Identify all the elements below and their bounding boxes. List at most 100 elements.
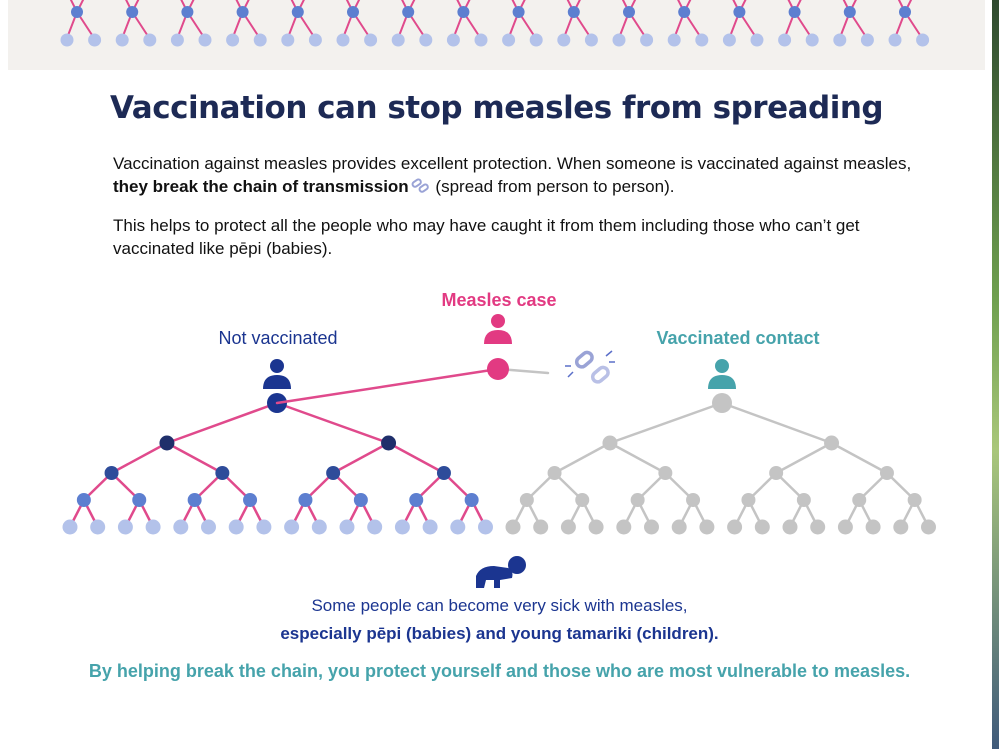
person-body (263, 375, 291, 389)
chain-spark (605, 350, 613, 357)
tree-node (810, 519, 826, 535)
tree-node (769, 466, 784, 480)
tree-node (187, 493, 202, 507)
chain-link (275, 401, 390, 445)
tree-node (686, 493, 701, 507)
chain-link (608, 441, 667, 475)
right-edge-strip (992, 0, 999, 749)
tree-node (796, 493, 811, 507)
band-leaf (198, 33, 212, 47)
chain-link (165, 441, 224, 475)
band-leaf (640, 33, 654, 47)
chain-inline-icon (409, 177, 431, 193)
tree-node (921, 519, 936, 535)
band-node (347, 6, 359, 18)
band-leaf (833, 33, 847, 47)
tree-node (907, 493, 922, 507)
tree-node (104, 466, 119, 480)
band-leaf (529, 33, 543, 47)
tree-node (602, 435, 618, 451)
intro-text-bold: they break the chain of transmission (113, 177, 409, 196)
measles-case-label: Measles case (441, 290, 557, 310)
tree-node (575, 493, 590, 507)
intro-text-a: Vaccination against measles provides exc… (113, 154, 912, 173)
tree-node (533, 519, 549, 535)
footer-line-3: By helping break the chain, you protect … (88, 661, 911, 681)
chain-link (720, 401, 833, 445)
tree-node (450, 519, 466, 535)
broken-chain-icon (565, 350, 615, 384)
tree-node (201, 519, 216, 535)
chain-link-right (590, 365, 610, 384)
tree-node (547, 466, 562, 480)
band-leaf (336, 33, 350, 47)
intro-paragraph-1: Vaccination against measles provides exc… (113, 152, 933, 198)
baby-head (508, 556, 526, 574)
tree-node (560, 519, 576, 535)
band-leaf (281, 33, 295, 47)
tree-node (658, 466, 673, 480)
tree-node (741, 493, 756, 507)
person-icon (708, 359, 736, 389)
tree-node (519, 493, 534, 507)
tree-node (837, 519, 853, 535)
tree-node (699, 519, 715, 535)
tree-node (90, 519, 106, 535)
band-leaf (695, 33, 709, 47)
tree-node (394, 519, 410, 535)
band-node (678, 6, 691, 18)
tree-node (727, 519, 743, 535)
tree-node (145, 519, 161, 535)
chain-link (830, 441, 889, 475)
band-leaf (308, 33, 322, 47)
band-node (733, 6, 746, 18)
baby-body (476, 566, 513, 588)
tree-node (630, 493, 645, 507)
tree-node (353, 493, 368, 507)
chain-link (608, 401, 724, 445)
chain-link (165, 401, 279, 445)
band-leaf (584, 33, 598, 47)
tree-node (478, 519, 493, 535)
chain-link (553, 441, 612, 475)
band-leaf (722, 33, 736, 47)
top-band-tree (60, 0, 930, 47)
tree-node (879, 466, 894, 480)
band-leaf (805, 33, 819, 47)
tree-node (298, 493, 313, 507)
band-leaf (916, 33, 930, 47)
person-head (270, 359, 284, 373)
person-body (484, 330, 512, 344)
band-node (236, 6, 249, 18)
band-leaf (446, 33, 460, 47)
intro-paragraph-2: This helps to protect all the people who… (113, 216, 860, 258)
band-node (402, 6, 415, 18)
chain-link-left (574, 350, 594, 369)
band-leaf (778, 33, 792, 47)
footer-line-2: especially pēpi (babies) and young tamar… (280, 624, 719, 643)
tree-node (173, 519, 189, 535)
transmission-tree (62, 358, 936, 535)
tree-node (62, 519, 78, 535)
tree-node (132, 493, 147, 507)
intro-text-b: (spread from person to person). (430, 177, 675, 196)
tree-node (824, 435, 840, 451)
band-node (843, 6, 856, 18)
tree-node (852, 493, 867, 507)
tree-node (616, 519, 632, 535)
tree-node (215, 466, 230, 480)
band-leaf (88, 33, 102, 47)
band-leaf (667, 33, 681, 47)
band-leaf (170, 33, 184, 47)
band-leaf (143, 33, 157, 47)
tree-node (339, 519, 355, 535)
band-node (899, 6, 911, 18)
tree-node (865, 519, 881, 535)
band-leaf (253, 33, 267, 47)
person-icon (263, 359, 291, 389)
tree-node (228, 519, 244, 535)
chain-link (387, 441, 446, 475)
tree-node (284, 519, 300, 535)
band-leaf (612, 33, 626, 47)
